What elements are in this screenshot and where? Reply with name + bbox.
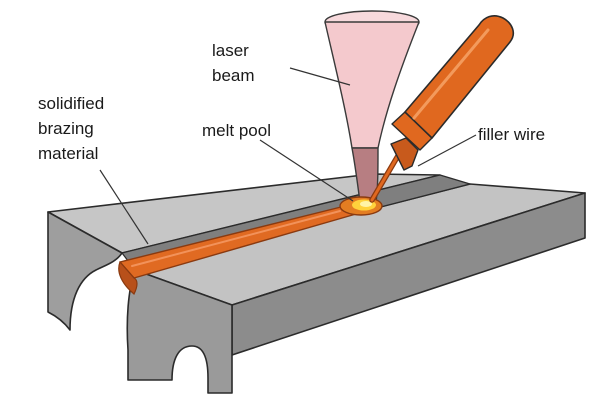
filler-wire-assembly	[369, 15, 515, 203]
label-solidified: solidified	[38, 94, 104, 113]
nozzle-tip	[390, 137, 419, 171]
label-melt-pool: melt pool	[202, 121, 271, 140]
leader-laser-beam	[289, 67, 351, 86]
left-sheet-front-face	[47, 211, 123, 331]
leader-filler-wire	[417, 134, 477, 167]
right-sheet-front-face	[126, 269, 233, 394]
label-beam: beam	[212, 66, 255, 85]
melt-pool	[339, 196, 383, 216]
leader-melt-pool	[259, 139, 354, 202]
melt-pool-core	[360, 201, 372, 207]
leader-lines	[99, 67, 477, 245]
label-filler-wire: filler wire	[478, 125, 545, 144]
nozzle-highlight	[412, 28, 490, 120]
nozzle-body	[404, 15, 515, 139]
label-laser: laser	[212, 41, 249, 60]
laser-beam	[324, 10, 420, 203]
braze-bead-end-blob	[118, 260, 138, 295]
label-material: material	[38, 144, 98, 163]
filler-wire-core	[370, 152, 401, 202]
leader-solidified-material	[99, 169, 149, 245]
braze-bead-highlight	[131, 210, 341, 267]
label-brazing: brazing	[38, 119, 94, 138]
